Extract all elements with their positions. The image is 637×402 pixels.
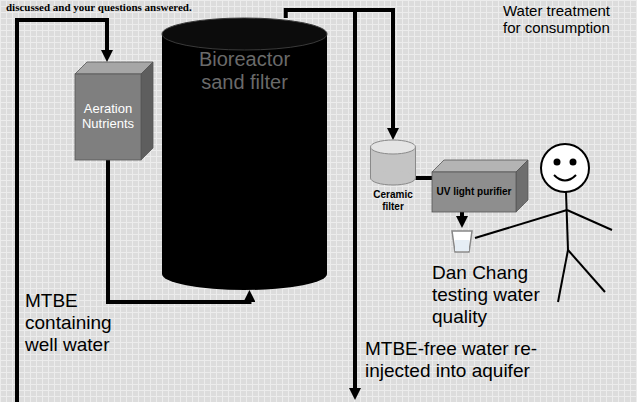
person-caption: Dan Chang testing water quality: [432, 262, 557, 328]
node-text: UV light purifier: [436, 186, 512, 198]
box-front-face: [432, 172, 516, 212]
process-box: Aeration Nutrients: [75, 62, 153, 160]
section-title: Water treatment for consumption: [503, 2, 631, 37]
box-front-face: [75, 74, 141, 160]
figure-arm: [567, 210, 612, 230]
cropped-note: discussed and your questions answered.: [6, 1, 266, 14]
cylinder-body: [162, 34, 327, 274]
figure-arm: [475, 210, 567, 238]
cylinder-top: [371, 140, 416, 154]
figure-leg: [558, 250, 568, 302]
box-top-face: [432, 160, 528, 172]
box-side-face: [141, 62, 153, 160]
node-text: Ceramic filter: [362, 189, 424, 212]
pipe-connector: [416, 176, 433, 180]
figure-leg: [568, 250, 605, 292]
box-side-face: [516, 160, 528, 212]
outlet-label: MTBE-free water re-injected into aquifer: [365, 338, 570, 382]
figure-head: [541, 144, 589, 192]
cylinder-bottom: [162, 258, 327, 290]
filter-cylinder: Ceramic filter: [362, 140, 424, 214]
outflow-pipe: [460, 212, 464, 220]
node-text: Bioreactor sand filter: [183, 48, 307, 94]
reinjection-pipe: [353, 10, 357, 392]
purifier-box: UV light purifier: [432, 160, 528, 212]
node-text: Aeration Nutrients: [79, 102, 137, 132]
box-top-face: [75, 62, 153, 74]
figure-eye: [555, 160, 560, 165]
water-in-glass: [455, 240, 469, 251]
water-glass: [452, 231, 472, 252]
figure-body: [566, 192, 568, 250]
inlet-label: MTBE containing well water: [25, 290, 120, 356]
purifier-box-outline: [432, 160, 528, 212]
cylinder-top: [162, 18, 327, 50]
figure-eye: [571, 160, 576, 165]
bioreactor-cylinder: Bioreactor sand filter: [162, 18, 327, 290]
figure-smile: [554, 175, 576, 181]
